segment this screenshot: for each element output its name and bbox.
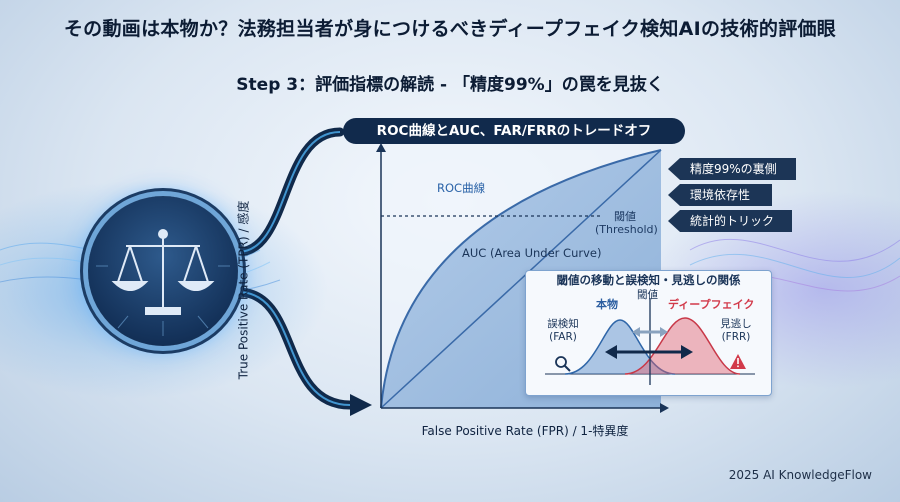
step-subtitle: Step 3：評価指標の解読 - 「精度99%」の罠を見抜く <box>236 75 664 95</box>
frr-label-line1: 見逃し <box>720 318 752 330</box>
scales-of-justice-icon <box>96 229 230 336</box>
tag-statistical-trick: 統計的トリック <box>668 210 792 232</box>
threshold-label: 閾値 (Threshold) <box>595 210 658 236</box>
threshold-label-line2: (Threshold) <box>595 223 658 236</box>
magnifier-icon <box>555 356 571 372</box>
y-axis-arrow <box>376 143 386 152</box>
distribution-diagram <box>545 298 755 385</box>
roc-curve <box>380 149 662 409</box>
page-title: その動画は本物か？法務担当者が身につけるべきディープフェイク検知AIの技術的評価… <box>63 18 837 40</box>
frr-label: 見逃し (FRR) <box>716 318 756 344</box>
inset-title: 閾値の移動と誤検知・見逃しの関係 <box>556 273 741 287</box>
deepfake-label: ディープフェイク <box>668 298 755 311</box>
tag-environment-dependence: 環境依存性 <box>668 184 772 206</box>
inset-threshold-label: 閾値 <box>637 289 658 301</box>
auc-label: AUC (Area Under Curve) <box>462 246 602 260</box>
frr-label-line2: (FRR) <box>721 331 751 343</box>
warning-triangle-icon <box>730 354 746 369</box>
random-diagonal <box>380 149 662 409</box>
tag-accuracy-truth: 精度99%の裏側 <box>668 158 796 180</box>
far-label-line2: (FAR) <box>549 331 577 343</box>
section-banner: ROC曲線とAUC、FAR/FRRのトレードオフ <box>343 118 685 144</box>
x-axis-arrow <box>660 403 669 413</box>
y-axis-label: True Positive Rate (TPR) / 感度 <box>236 200 251 380</box>
far-label-line1: 誤検知 <box>547 318 579 330</box>
scales-emblem <box>88 196 238 346</box>
genuine-distribution <box>565 320 675 374</box>
threshold-label-line1: 閾値 <box>614 210 636 223</box>
x-axis-label: False Positive Rate (FPR) / 1-特異度 <box>421 424 629 438</box>
genuine-label: 本物 <box>596 298 618 311</box>
far-label: 誤検知 (FAR) <box>543 318 583 344</box>
footer-credit: 2025 AI KnowledgeFlow <box>728 468 872 482</box>
roc-curve-label: ROC曲線 <box>437 181 486 195</box>
